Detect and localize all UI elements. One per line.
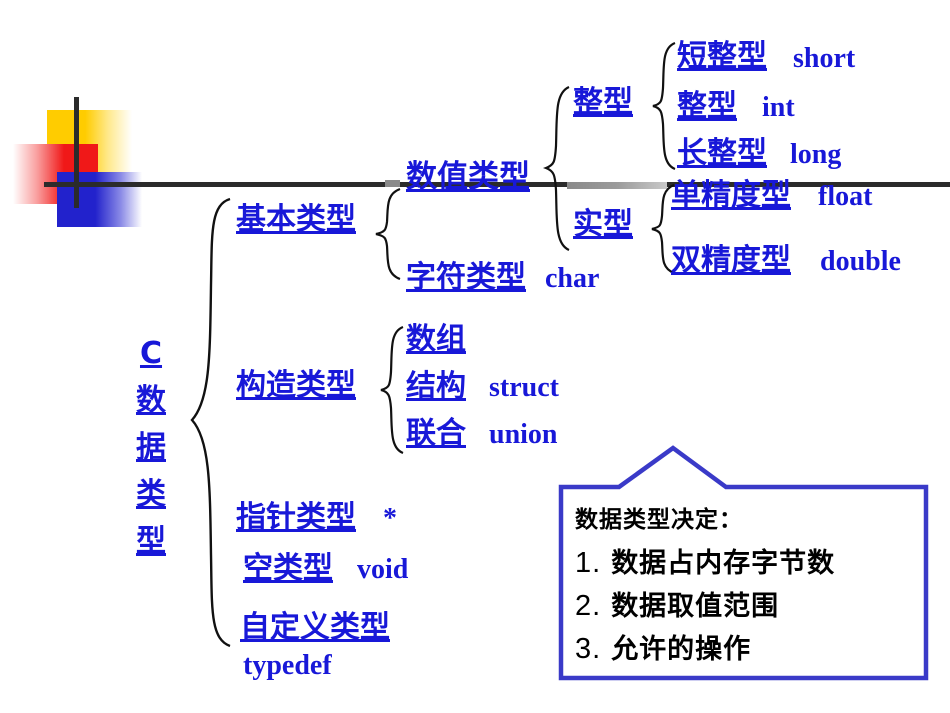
- node-double-en: double: [820, 246, 901, 277]
- root-char-4: 型: [136, 524, 166, 559]
- logo-vertical-rule: [74, 97, 79, 208]
- root-char-3: 类: [136, 477, 166, 512]
- callout-item-3: 3. 允许的操作: [575, 627, 925, 666]
- node-character-type-en: char: [545, 263, 600, 294]
- callout-item-2-text: 数据取值范围: [611, 591, 780, 622]
- root-char-0: C: [139, 336, 163, 371]
- callout-item-3-number: 3.: [575, 633, 602, 665]
- callout-item-1: 1. 数据占内存字节数: [575, 541, 925, 580]
- brace-basic-type: [375, 187, 401, 281]
- node-typedef-cn: 自定义类型: [240, 610, 390, 645]
- node-double-cn: 双精度型: [671, 243, 791, 278]
- callout-item-2-number: 2.: [575, 590, 602, 622]
- node-long-cn: 长整型: [677, 136, 767, 171]
- logo-blue-square: [57, 172, 142, 227]
- callout-title: 数据类型决定：: [575, 507, 743, 533]
- brace-integer-type: [652, 41, 676, 171]
- node-real-type: 实型: [573, 207, 633, 242]
- root-char-2: 据: [136, 430, 166, 465]
- node-struct-en: struct: [489, 372, 559, 403]
- node-short-cn: 短整型: [677, 39, 767, 74]
- brace-root: [190, 197, 231, 648]
- numeric-separator-bar: [567, 182, 667, 189]
- node-struct-cn: 结构: [406, 369, 466, 404]
- node-constructed-type: 构造类型: [236, 368, 356, 403]
- node-character-type-cn: 字符类型: [406, 260, 526, 295]
- node-float-en: float: [818, 181, 873, 212]
- node-pointer-type-en: *: [383, 503, 397, 534]
- node-basic-type: 基本类型: [236, 202, 356, 237]
- callout-item-3-text: 允许的操作: [611, 634, 752, 665]
- node-int-en: int: [762, 92, 795, 123]
- callout-item-2: 2. 数据取值范围: [575, 584, 925, 623]
- node-union-en: union: [489, 419, 558, 450]
- node-float-cn: 单精度型: [671, 178, 791, 213]
- logo-horizontal-rule: [44, 182, 950, 187]
- node-integer-type: 整型: [573, 85, 633, 120]
- node-long-en: long: [790, 139, 842, 170]
- node-int-cn: 整型: [677, 89, 737, 124]
- node-union-cn: 联合: [406, 416, 466, 451]
- node-numeric-type: 数值类型: [406, 159, 530, 195]
- node-void-type-cn: 空类型: [243, 551, 333, 586]
- callout-box: [558, 445, 929, 681]
- callout-item-1-text: 数据占内存字节数: [611, 548, 836, 579]
- brace-real-type: [651, 183, 675, 275]
- page-title: C 数 据 类 型: [128, 330, 174, 565]
- numeric-type-dash: [385, 180, 400, 187]
- node-array-cn: 数组: [406, 322, 466, 357]
- node-pointer-type-cn: 指针类型: [236, 500, 356, 535]
- root-char-1: 数: [136, 383, 166, 418]
- node-typedef-en: typedef: [243, 650, 332, 681]
- node-short-en: short: [793, 43, 856, 74]
- callout-item-1-number: 1.: [575, 547, 602, 579]
- node-void-type-en: void: [357, 554, 409, 585]
- brace-constructed-type: [380, 325, 404, 455]
- brace-numeric-type: [543, 85, 570, 252]
- callout-content: 数据类型决定： 1. 数据占内存字节数 2. 数据取值范围 3. 允许的操作: [575, 500, 925, 670]
